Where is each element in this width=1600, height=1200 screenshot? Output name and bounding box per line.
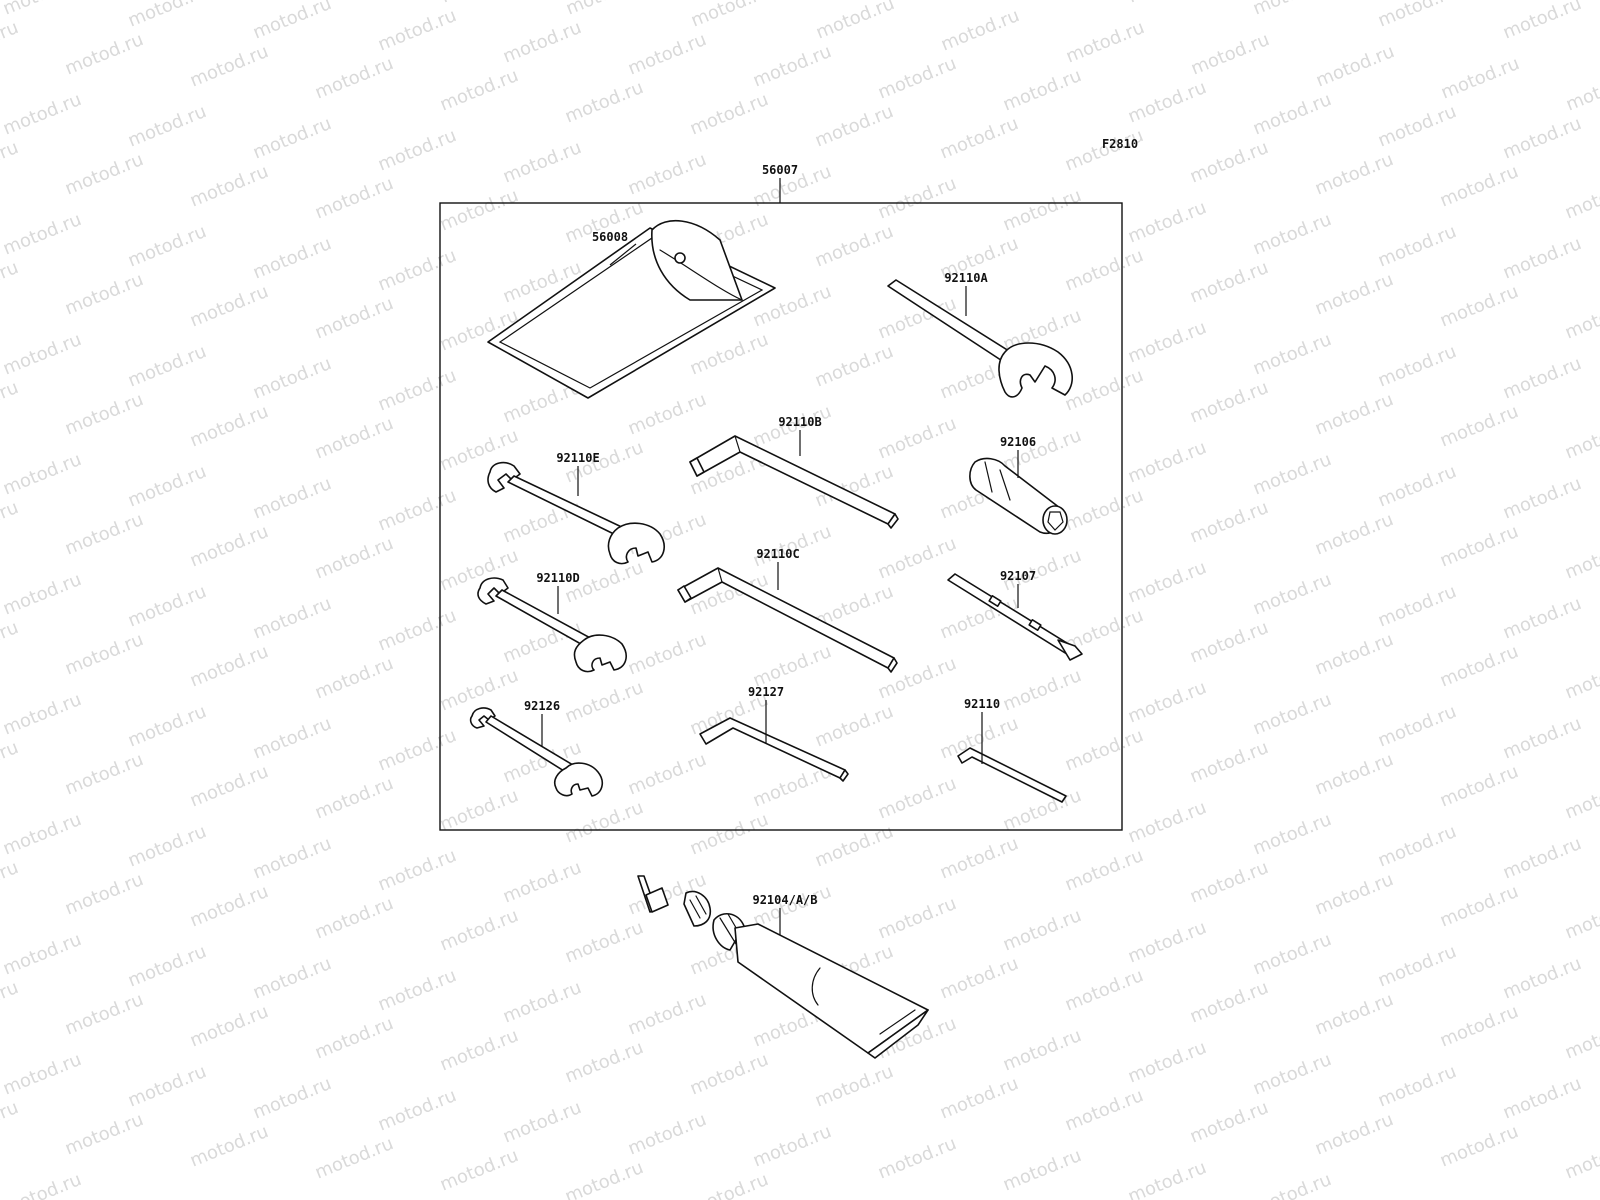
hex-c-drawing (677, 567, 898, 673)
label-wrench-e: 92110E (556, 451, 600, 465)
label-screwdriver: 92107 (999, 569, 1037, 583)
label-socket: 92106 (999, 435, 1037, 449)
label-kit: 56007 (761, 163, 799, 177)
hex-b-drawing (689, 435, 899, 529)
label-hex-c: 92110C (756, 547, 800, 561)
label-wrench-d: 92110D (536, 571, 580, 585)
pouch-drawing (487, 219, 776, 399)
wrench-a-drawing (887, 279, 1073, 398)
label-hex-small: 92127 (747, 685, 785, 699)
label-wrench-a: 92110A (944, 271, 988, 285)
hex-small-drawing (699, 717, 849, 782)
label-pouch: 56008 (591, 230, 629, 244)
label-wrench-small: 92126 (523, 699, 561, 713)
socket-drawing (969, 457, 1068, 535)
label-tube: 92104/A/B (752, 893, 818, 907)
screwdriver-drawing (947, 573, 1083, 661)
wrench-d-drawing (477, 577, 627, 673)
hex-tiny-drawing (957, 747, 1067, 803)
wrench-e-drawing (487, 461, 665, 565)
wrench-small-drawing (469, 707, 604, 797)
label-hex-tiny: 92110 (963, 697, 1001, 711)
leader-pouch (609, 243, 637, 266)
tube-drawing (637, 875, 929, 1059)
label-hex-b: 92110B (778, 415, 822, 429)
kit-frame (439, 202, 1123, 831)
figure-code: F2810 (1101, 137, 1139, 151)
